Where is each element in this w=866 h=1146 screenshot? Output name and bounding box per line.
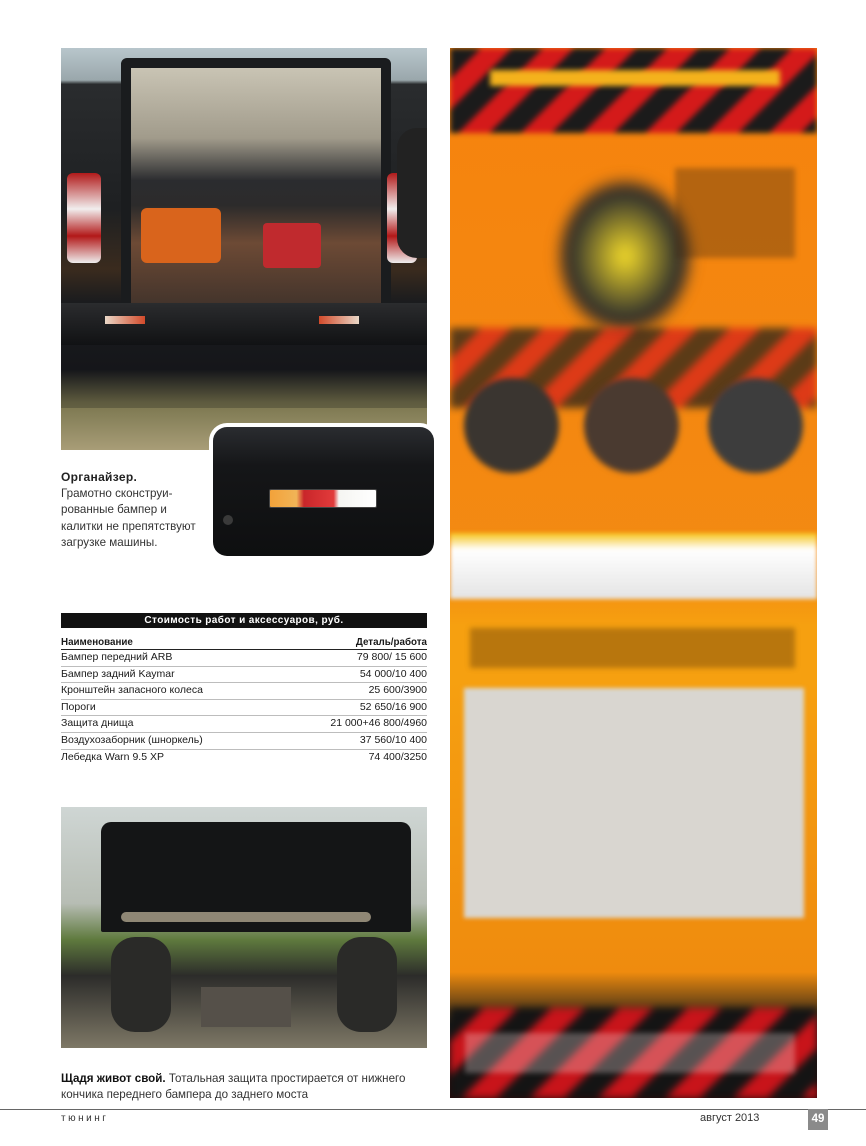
row-name: Воздухозаборник (шноркель) [61,733,203,746]
footer-section: тюнинг [61,1113,109,1124]
table-row: Пороги 52 650/16 900 [61,700,427,717]
table-row: Воздухозаборник (шноркель) 37 560/10 400 [61,733,427,750]
price-table-header: Наименование Деталь/работа [61,634,427,650]
advertisement-blurred [450,48,817,1098]
row-price: 54 000/10 400 [359,667,427,680]
table-row: Бампер передний ARB 79 800/ 15 600 [61,650,427,667]
table-row: Защита днища 21 000+46 800/4960 [61,716,427,733]
photo-underbody [61,807,427,1048]
table-row: Бампер задний Kaymar 54 000/10 400 [61,667,427,684]
page-number: 49 [808,1109,828,1130]
table-row: Кронштейн запасного колеса 25 600/3900 [61,683,427,700]
footer-rule [0,1109,866,1110]
caption-bottom-text: Тотальная защита простирается от нижнего… [61,1072,406,1101]
row-price: 74 400/3250 [368,750,427,763]
row-name: Пороги [61,700,96,713]
footer-issue: август 2013 [700,1112,760,1124]
price-table-title: Стоимость работ и аксессуаров, руб. [61,613,427,628]
col-name-header: Наименование [61,637,133,648]
row-price: 52 650/16 900 [359,700,427,713]
row-price: 37 560/10 400 [359,733,427,746]
photo-rear-cargo [61,48,427,450]
caption-bottom: Щадя живот свой. Тотальная защита прости… [61,1071,431,1102]
row-name: Кронштейн запасного колеса [61,684,203,697]
table-row: Лебедка Warn 9.5 XP 74 400/3250 [61,750,427,766]
caption-top-title: Органайзер. [61,470,138,484]
caption-top: Органайзер. Грамотно сконструи-рованные … [61,469,201,552]
row-price: 21 000+46 800/4960 [330,717,427,730]
caption-top-text: Грамотно сконструи-рованные бампер и кал… [61,486,196,550]
row-name: Бампер передний ARB [61,651,173,663]
col-price-header: Деталь/работа [355,637,427,648]
caption-bottom-title: Щадя живот свой. [61,1072,166,1085]
photo-inset-tail-light [209,423,438,560]
price-table-body: Бампер передний ARB 79 800/ 15 600 Бампер… [61,650,427,765]
row-price: 25 600/3900 [368,684,427,697]
price-table: Стоимость работ и аксессуаров, руб. Наим… [61,613,427,765]
row-name: Защита днища [61,717,134,730]
row-price: 79 800/ 15 600 [356,651,427,663]
row-name: Лебедка Warn 9.5 XP [61,750,164,763]
row-name: Бампер задний Kaymar [61,667,175,680]
